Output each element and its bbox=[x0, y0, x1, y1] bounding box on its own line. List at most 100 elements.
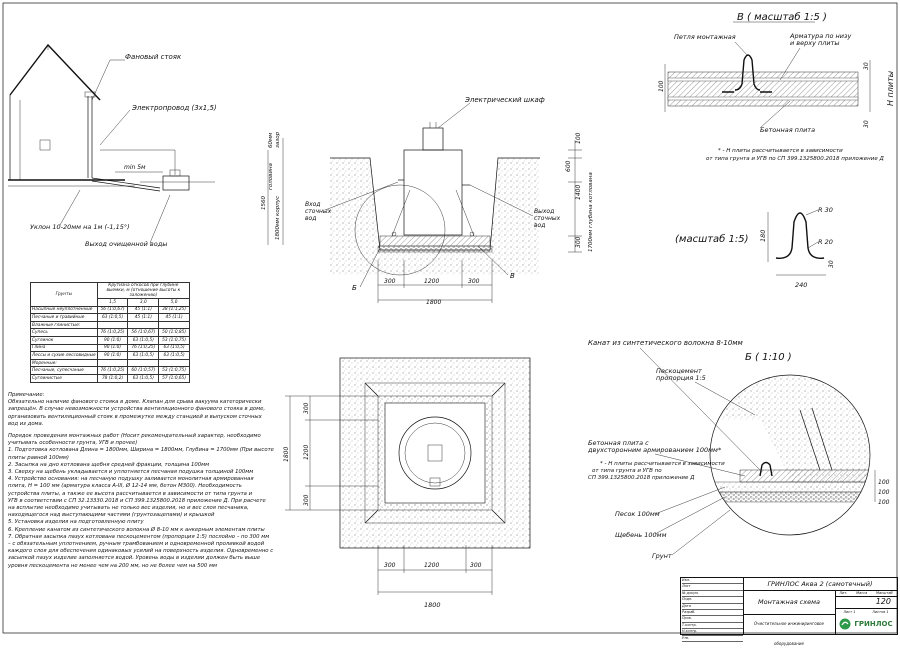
stamp-side-label: Дата bbox=[682, 604, 743, 610]
table-row: Влажные глинистые: bbox=[30, 320, 190, 330]
section-label-60mm: 60мм bbox=[268, 133, 274, 148]
notes-line: 3. Сверху на щебень укладывается и уплот… bbox=[8, 469, 254, 476]
table-cell bbox=[127, 320, 160, 330]
mark-b: Б bbox=[352, 284, 357, 292]
detail-b-title: Б ( 1:10 ) bbox=[745, 352, 792, 363]
section-label-gap: зазор bbox=[275, 131, 281, 148]
outlet-label-3: вод bbox=[534, 222, 545, 229]
stamp-logo: ГРИНЛОС bbox=[835, 614, 897, 634]
notes-line: устройства плиты, а также ее высота расс… bbox=[8, 490, 253, 497]
stamp-side-label: Т.контр. bbox=[682, 623, 743, 630]
table-cell: 60 (1:0,57) bbox=[127, 366, 160, 375]
drawing-sheet: min 5м Фановый стояк Электропровод (3х1,… bbox=[2, 2, 898, 634]
dim-v-h: Н плиты bbox=[886, 71, 895, 106]
detail-b-note-1: * - Н плиты рассчитывается в зависимости bbox=[600, 461, 725, 467]
plan-dim-inner-1200: 1200 bbox=[303, 445, 310, 460]
section-view: Электрический шкаф 60мм зазор головина 1… bbox=[261, 96, 594, 306]
detail-v-note-2: от типа грунта и УГВ по СП 399.1325800.2… bbox=[706, 156, 884, 162]
ground-label: Грунт bbox=[652, 552, 672, 560]
section-dim-b-300a: 300 bbox=[384, 278, 396, 285]
table-cell: 50 (1:0,85) bbox=[158, 328, 190, 337]
table-cell: 63 (1:0,5) bbox=[158, 343, 190, 353]
stamp-product: ГРИНЛОС Аква 2 (самотечный) bbox=[743, 578, 897, 591]
table-header-slope: Крутизна откосов при глубине выемки, м (… bbox=[96, 282, 191, 299]
section-dim-b-300b: 300 bbox=[468, 278, 480, 285]
table-cell: Песчаные и гравийные bbox=[30, 313, 98, 322]
section-dim-600: 600 bbox=[565, 160, 572, 172]
plan-dim-left-1800: 1800 bbox=[283, 447, 290, 462]
stamp-col: Масса bbox=[856, 591, 868, 595]
notes-line: каждого слоя для обеспечения одинаковых … bbox=[8, 548, 274, 555]
soil-slope-table: Грунты Крутизна откосов при глубине выем… bbox=[30, 282, 191, 386]
table-cell bbox=[158, 320, 190, 330]
table-cell: 38 (1:1,25) bbox=[158, 305, 190, 315]
stamp-sheets-label: Листов 1 bbox=[872, 610, 889, 614]
stamp-sheet-label: Лист 1 bbox=[843, 610, 856, 614]
notes-line: – с обязательным уплотнением, ручным тра… bbox=[8, 541, 265, 548]
notes-line: на всплытие необходимо учитывать не толь… bbox=[8, 505, 249, 512]
table-cell: Песчаные, супесчаные bbox=[30, 366, 98, 375]
dim-v-30a: 30 bbox=[863, 62, 870, 70]
notes-line: уровня пескоцемента не менее чем на 200 … bbox=[8, 562, 217, 569]
slab-b-label-1: Бетонная плита с bbox=[588, 439, 649, 447]
table-cell: Суглинистые bbox=[30, 373, 98, 383]
notes-line: 1. Подготовка котлована Длина = 1800мм, … bbox=[8, 447, 274, 454]
inlet-label-2: сточных bbox=[305, 208, 332, 215]
detail-b-dim-2: 100 bbox=[878, 489, 890, 496]
logo-icon bbox=[839, 618, 851, 630]
house-diagram: min 5м Фановый стояк Электропровод (3х1,… bbox=[8, 43, 217, 248]
dim-v-30b: 30 bbox=[863, 120, 870, 128]
sand-cement-label-1: Пескоцемент bbox=[656, 367, 702, 375]
stamp-col: Лит. bbox=[839, 591, 848, 595]
table-cell: 78 (1:0,2) bbox=[96, 373, 129, 383]
table-cell: 63 (1:0,5) bbox=[96, 313, 129, 322]
gravel-label: Щебень 100мм bbox=[615, 531, 667, 539]
table-cell: 63 (1:0,5) bbox=[127, 335, 160, 345]
table-cell bbox=[158, 358, 190, 368]
stamp-side-label: Лист bbox=[682, 584, 743, 591]
table-header-soil: Грунты bbox=[30, 282, 98, 307]
plan-dim-total: 1800 bbox=[424, 601, 441, 609]
table-cell: 53 (1:0,75) bbox=[158, 366, 190, 375]
loop-detail: (масштаб 1:5) R 30 R 20 180 30 240 bbox=[675, 206, 835, 289]
detail-b-note-3: СП 399.1325800.2018 приложение Д bbox=[588, 475, 695, 481]
table-cell: 76 (1:0,25) bbox=[96, 366, 129, 375]
stamp-side-label: Разраб. bbox=[682, 610, 743, 617]
plan-dim-inner-300a: 300 bbox=[303, 402, 310, 414]
notes-line: УГВ в соответствии с СП 32.13330.2018 и … bbox=[8, 497, 266, 504]
notes-line: находящегося над выступающими частями (г… bbox=[8, 512, 215, 519]
slope-label: Уклон 10-20мм на 1м (-1,15°) bbox=[30, 223, 130, 231]
table-cell: 53 (1:0,75) bbox=[158, 335, 190, 345]
notes-line: 4. Устройство основания: на песчаную под… bbox=[8, 476, 254, 483]
notes-line: плиты равной 100мм) bbox=[8, 454, 69, 461]
table-subheader: 5,0 bbox=[158, 298, 190, 307]
detail-v: В ( масштаб 1:5 ) Петля монтажная Армату… bbox=[658, 11, 895, 162]
table-cell: Насыпные неуплотненные bbox=[30, 305, 98, 315]
loop-dim-30: 30 bbox=[828, 260, 835, 268]
stamp-col: Масштаб bbox=[875, 591, 893, 595]
notes-line: учитывать особенности грунта, УГВ и проч… bbox=[8, 440, 138, 447]
stamp-side-label: Пров. bbox=[682, 616, 743, 623]
plan-dim-b-1200: 1200 bbox=[424, 562, 439, 569]
plan-dim-inner-300b: 300 bbox=[303, 494, 310, 506]
table-cell: 90 (1:0) bbox=[96, 351, 129, 360]
notes-block: Примечание:Обязательно наличие фанового … bbox=[8, 392, 283, 570]
fan-riser-label: Фановый стояк bbox=[125, 53, 182, 61]
inlet-label-3: вод bbox=[305, 215, 316, 222]
min-distance-label: min 5м bbox=[124, 164, 146, 171]
table-cell bbox=[127, 358, 160, 368]
sand-label: Песок 100мм bbox=[615, 510, 660, 518]
table-cell: Суглинок bbox=[30, 335, 98, 345]
loop-dim-180: 180 bbox=[759, 230, 767, 242]
inlet-label-1: Вход bbox=[305, 201, 321, 208]
table-cell: 56 (1:0,67) bbox=[127, 328, 160, 337]
section-dim-300: 300 bbox=[575, 236, 582, 248]
notes-line: Обязательно наличие фанового стояка в до… bbox=[8, 399, 262, 406]
stamp-title: Монтажная схема bbox=[743, 590, 836, 615]
section-dim-total: 1800 bbox=[426, 299, 441, 306]
notes-line: Порядок проведения монтажных работ (Носи… bbox=[8, 433, 261, 440]
